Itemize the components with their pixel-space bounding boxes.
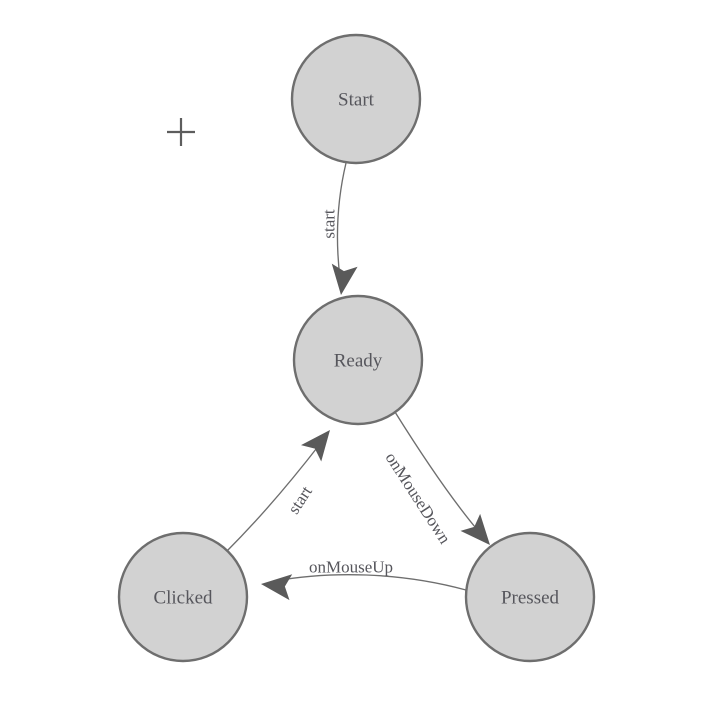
edge-label-start-to-ready: start bbox=[320, 209, 339, 239]
node-label-clicked: Clicked bbox=[153, 588, 213, 609]
node-start[interactable]: Start bbox=[290, 33, 422, 165]
edge-arrowhead-start-to-ready bbox=[331, 263, 358, 295]
edge-label-clicked-to-ready: start bbox=[284, 482, 316, 517]
plus-crosshair-marker bbox=[167, 118, 195, 146]
edge-clicked-to-ready[interactable]: start bbox=[226, 422, 340, 552]
edge-pressed-to-clicked[interactable]: onMouseUp bbox=[260, 558, 467, 601]
edge-line-ready-to-pressed bbox=[394, 411, 481, 534]
markers-layer bbox=[167, 118, 195, 146]
node-circle-clicked[interactable] bbox=[117, 531, 249, 663]
node-circle-ready[interactable] bbox=[292, 294, 424, 426]
node-clicked[interactable]: Clicked bbox=[117, 531, 249, 663]
node-pressed[interactable]: Pressed bbox=[464, 531, 596, 663]
node-ready[interactable]: Ready bbox=[292, 294, 424, 426]
node-circle-start[interactable] bbox=[290, 33, 422, 165]
node-circle-pressed[interactable] bbox=[464, 531, 596, 663]
node-label-pressed: Pressed bbox=[501, 588, 560, 609]
edge-line-pressed-to-clicked bbox=[274, 574, 467, 591]
edge-arrowhead-pressed-to-clicked bbox=[261, 574, 293, 601]
node-label-start: Start bbox=[338, 90, 375, 111]
edge-label-pressed-to-clicked: onMouseUp bbox=[309, 558, 393, 577]
edge-label-ready-to-pressed: onMouseDown bbox=[381, 449, 454, 548]
edge-line-clicked-to-ready bbox=[226, 443, 321, 552]
edge-arrowhead-clicked-to-ready bbox=[301, 430, 330, 462]
edge-ready-to-pressed[interactable]: onMouseDown bbox=[381, 411, 499, 554]
edge-line-start-to-ready bbox=[336, 162, 347, 279]
edge-arrowhead-ready-to-pressed bbox=[460, 513, 490, 545]
edge-start-to-ready[interactable]: start bbox=[320, 162, 358, 297]
node-label-ready: Ready bbox=[334, 351, 383, 372]
